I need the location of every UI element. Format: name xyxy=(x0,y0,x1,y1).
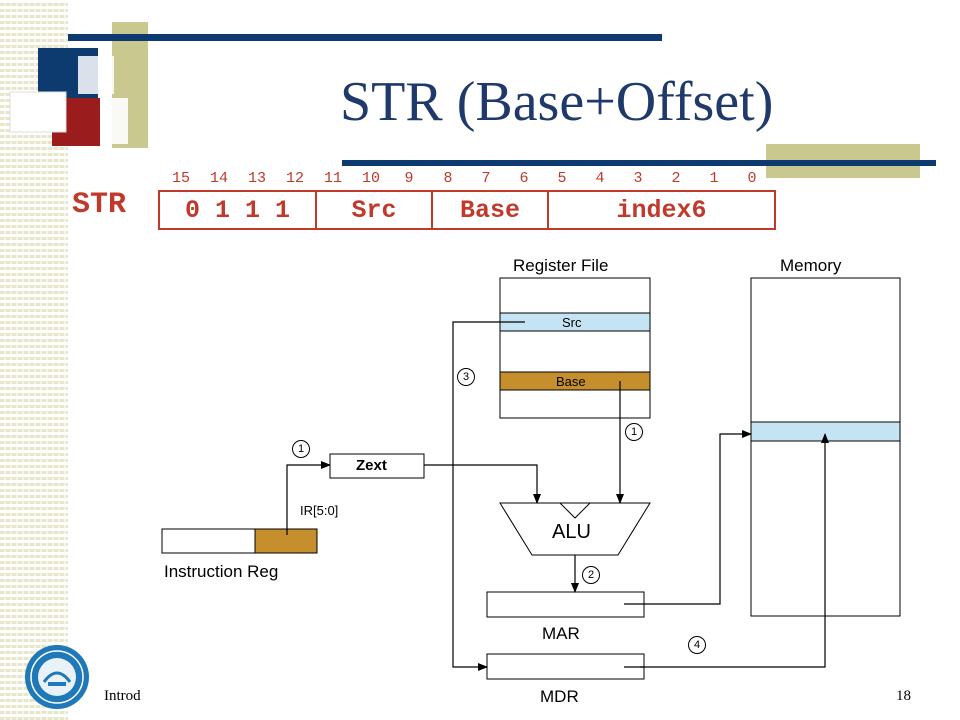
bit-number: 10 xyxy=(361,170,380,187)
zext-to-alu-wire xyxy=(424,464,541,504)
bit-number: 11 xyxy=(323,170,342,187)
register-file-box xyxy=(499,277,651,419)
ir-bits-label: IR[5:0] xyxy=(300,503,339,518)
instruction-reg-label: Instruction Reg xyxy=(164,562,279,581)
white-block xyxy=(9,91,67,133)
src-field: Src xyxy=(315,192,431,228)
alu-notch xyxy=(558,502,592,519)
register-file-label: Register File xyxy=(513,256,609,275)
src-to-mdr-wire xyxy=(452,321,525,671)
bit-number: 7 xyxy=(481,170,491,187)
encoding-mnemonic: STR xyxy=(72,188,127,222)
bit-number: 15 xyxy=(171,170,190,187)
mdr-box xyxy=(486,653,645,680)
mdr-label: MDR xyxy=(540,687,579,706)
bottom-rule xyxy=(342,160,936,166)
bit-number: 12 xyxy=(285,170,304,187)
encoding-fields: 0 1 1 1 Src Base index6 xyxy=(158,190,776,230)
base-register-label: Base xyxy=(556,374,586,389)
memory-label: Memory xyxy=(780,256,842,275)
bit-number: 0 xyxy=(747,170,757,187)
alu-label: ALU xyxy=(552,521,591,543)
ir-to-zext-wire xyxy=(286,461,331,535)
white-block-3 xyxy=(100,98,128,144)
university-logo xyxy=(25,645,89,709)
bit-number: 6 xyxy=(519,170,529,187)
bit-number: 4 xyxy=(595,170,605,187)
mar-label: MAR xyxy=(542,624,580,643)
zext-box xyxy=(329,453,425,479)
header-decoration xyxy=(9,22,936,178)
page-number: 18 xyxy=(896,688,911,704)
step-marker: 3 xyxy=(457,368,475,386)
bit-number: 13 xyxy=(247,170,266,187)
src-register-label: Src xyxy=(562,315,582,330)
step-marker: 2 xyxy=(582,566,600,584)
bit-number: 3 xyxy=(633,170,643,187)
opcode-field: 0 1 1 1 xyxy=(184,195,291,225)
step-marker: 4 xyxy=(688,636,706,654)
index6-field: index6 xyxy=(547,192,774,228)
step-marker: 1 xyxy=(292,440,310,458)
base-field: Base xyxy=(431,192,547,228)
zext-label: Zext xyxy=(356,457,387,474)
top-rule xyxy=(68,34,662,41)
step-marker: 1 xyxy=(625,423,643,441)
ir-offset-bits xyxy=(254,528,318,554)
bit-number: 1 xyxy=(709,170,719,187)
mar-box xyxy=(486,591,645,618)
bit-number: 8 xyxy=(443,170,453,187)
slide-title: STR (Base+Offset) xyxy=(340,71,774,133)
footer-text: Introd xyxy=(104,688,141,704)
mdr-to-memory-wire xyxy=(640,433,829,668)
white-block-2 xyxy=(78,56,114,94)
bit-number: 9 xyxy=(404,170,414,187)
bit-number: 14 xyxy=(209,170,228,187)
base-register xyxy=(499,371,651,391)
bit-number: 5 xyxy=(557,170,567,187)
alu-shape xyxy=(499,502,651,556)
bit-number: 2 xyxy=(671,170,681,187)
mar-to-memory-wire xyxy=(644,430,752,605)
